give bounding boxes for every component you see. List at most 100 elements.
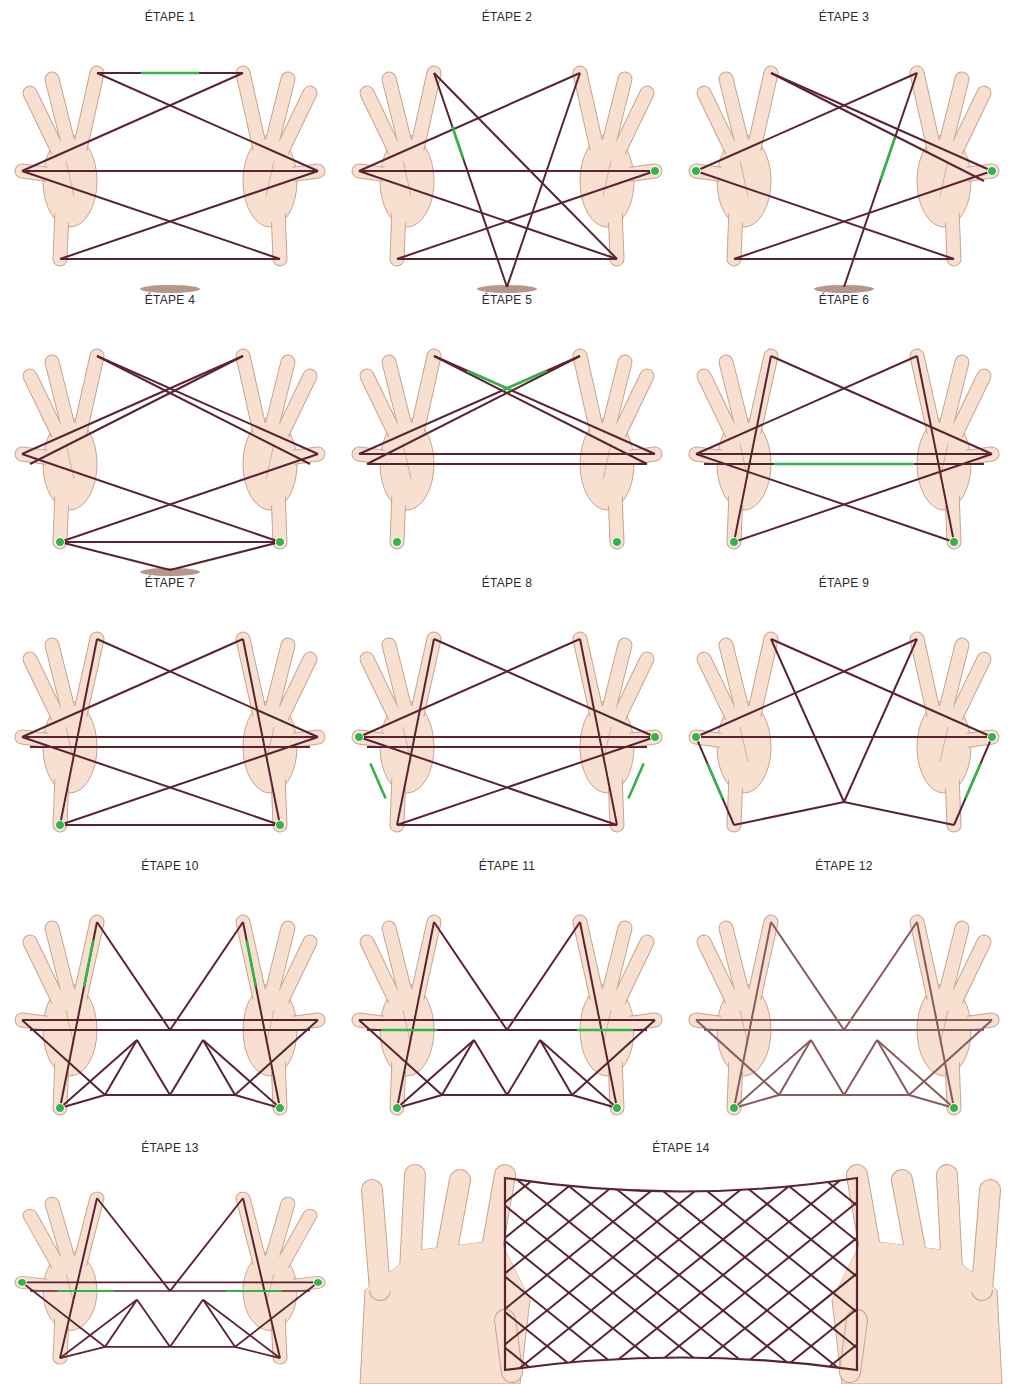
string — [813, 1170, 1012, 1380]
step-title: ÉTAPE 1 — [142, 10, 199, 24]
string — [137, 1040, 170, 1095]
string — [235, 1095, 280, 1108]
hand — [359, 922, 434, 1108]
string — [367, 1029, 647, 1031]
string — [397, 258, 617, 260]
string — [243, 639, 280, 825]
string — [844, 73, 917, 287]
string — [60, 542, 170, 570]
string — [359, 453, 655, 455]
string — [917, 356, 954, 542]
string — [909, 1095, 954, 1108]
string — [813, 1170, 1012, 1380]
string — [203, 1300, 235, 1347]
string — [203, 1040, 235, 1095]
finger — [80, 73, 97, 149]
palm-fill — [920, 705, 968, 789]
step-figure — [359, 73, 660, 293]
string — [507, 73, 580, 287]
finger — [982, 1190, 990, 1290]
palm-crease — [66, 444, 74, 479]
palm-crease — [266, 161, 274, 196]
step-title: ÉTAPE 9 — [816, 576, 873, 590]
step-figure — [359, 922, 655, 1113]
finger — [30, 942, 58, 1000]
string — [60, 1300, 137, 1358]
string — [170, 1346, 235, 1348]
step-figure — [22, 356, 318, 576]
string — [857, 1170, 1012, 1380]
string — [696, 1020, 779, 1095]
string — [769, 1170, 1012, 1380]
string — [22, 73, 243, 171]
string-frame — [505, 1178, 857, 1370]
step-figure — [22, 922, 318, 1113]
string — [21, 1170, 281, 1380]
step-title: ÉTAPE 5 — [479, 293, 536, 307]
step-title: ÉTAPE 10 — [138, 859, 202, 873]
string — [734, 1095, 779, 1108]
finger-marker — [692, 167, 701, 176]
palm-crease — [403, 444, 411, 479]
string — [60, 171, 318, 259]
highlight-string — [467, 371, 511, 391]
string — [989, 1170, 1012, 1380]
string — [704, 1029, 984, 1031]
palm-crease — [940, 727, 948, 762]
finger — [282, 659, 310, 717]
string — [844, 1094, 909, 1096]
step-title: ÉTAPE 6 — [816, 293, 873, 307]
string — [30, 356, 243, 464]
string — [97, 1198, 170, 1291]
highlight-string — [84, 941, 93, 988]
string — [844, 802, 954, 825]
step-figure — [22, 73, 318, 293]
finger — [580, 356, 597, 432]
hand — [696, 922, 771, 1108]
string — [359, 1020, 442, 1095]
string — [235, 1020, 318, 1095]
string — [170, 1040, 203, 1095]
step-title: ÉTAPE 2 — [479, 10, 536, 24]
string — [329, 1170, 589, 1380]
highlight-string — [577, 1029, 633, 1032]
hand — [22, 1198, 97, 1358]
string — [442, 1094, 507, 1096]
finger-marker — [276, 538, 285, 547]
step-title: ÉTAPE 12 — [812, 859, 876, 873]
string — [373, 1170, 633, 1380]
highlight-string — [707, 763, 722, 798]
finger-outline — [417, 73, 434, 149]
final-figure — [0, 1170, 1012, 1384]
string — [65, 1170, 325, 1380]
string — [417, 1170, 677, 1380]
finger-marker — [950, 1104, 959, 1113]
hand — [22, 922, 97, 1108]
string — [734, 171, 992, 259]
string — [593, 1170, 853, 1380]
string — [397, 171, 655, 259]
step-title: ÉTAPE 11 — [476, 859, 539, 873]
string — [507, 1094, 572, 1096]
string — [734, 356, 771, 542]
string — [593, 1170, 853, 1380]
string — [359, 170, 655, 172]
string — [696, 73, 917, 171]
finger-outline — [80, 356, 97, 432]
string — [60, 258, 280, 260]
string — [22, 736, 318, 738]
finger-marker — [18, 1279, 27, 1287]
string — [681, 1170, 941, 1380]
string — [696, 737, 734, 825]
string — [359, 356, 580, 454]
palm-crease — [603, 444, 611, 479]
string — [60, 541, 280, 543]
finger-outline — [917, 639, 934, 715]
string — [877, 1040, 909, 1095]
highlight-string — [226, 1290, 282, 1292]
string — [572, 1020, 655, 1095]
finger-marker — [355, 733, 364, 742]
string — [779, 1094, 844, 1096]
string — [359, 73, 580, 171]
string — [241, 1170, 501, 1380]
